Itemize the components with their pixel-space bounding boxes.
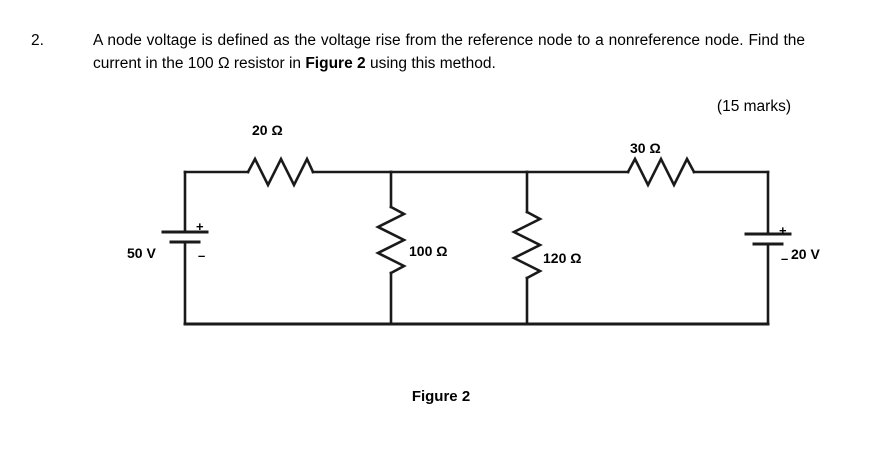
resistor-120-ohm-label: 120 Ω (543, 250, 582, 266)
question-text: A node voltage is defined as the voltage… (93, 30, 805, 75)
polarity-plus-50v-icon: + (196, 219, 204, 234)
resistor-100-ohm-label: 100 Ω (409, 243, 448, 259)
resistor-30-ohm-symbol (626, 156, 696, 188)
resistor-30-ohm-label: 30 Ω (630, 140, 661, 156)
polarity-minus-20v-icon: – (781, 251, 789, 266)
source-50v-label: 50 V (127, 245, 156, 261)
resistor-100-ohm-symbol (375, 205, 407, 275)
polarity-minus-50v-icon: – (198, 248, 206, 263)
resistor-20-ohm-symbol (246, 155, 315, 188)
resistor-120-ohm-symbol (511, 210, 543, 280)
figure-caption: Figure 2 (411, 388, 471, 405)
question-figure-reference: Figure 2 (305, 54, 366, 72)
polarity-plus-20v-icon: + (779, 223, 787, 238)
question-number: 2. (31, 32, 44, 49)
source-20v-label: 20 V (791, 246, 820, 262)
resistor-20-ohm-label: 20 Ω (252, 122, 283, 138)
question-text-part1: A node voltage is defined as the voltage… (93, 32, 805, 72)
question-text-part2: using this method. (369, 54, 496, 72)
marks-allocation: (15 marks) (716, 98, 791, 115)
